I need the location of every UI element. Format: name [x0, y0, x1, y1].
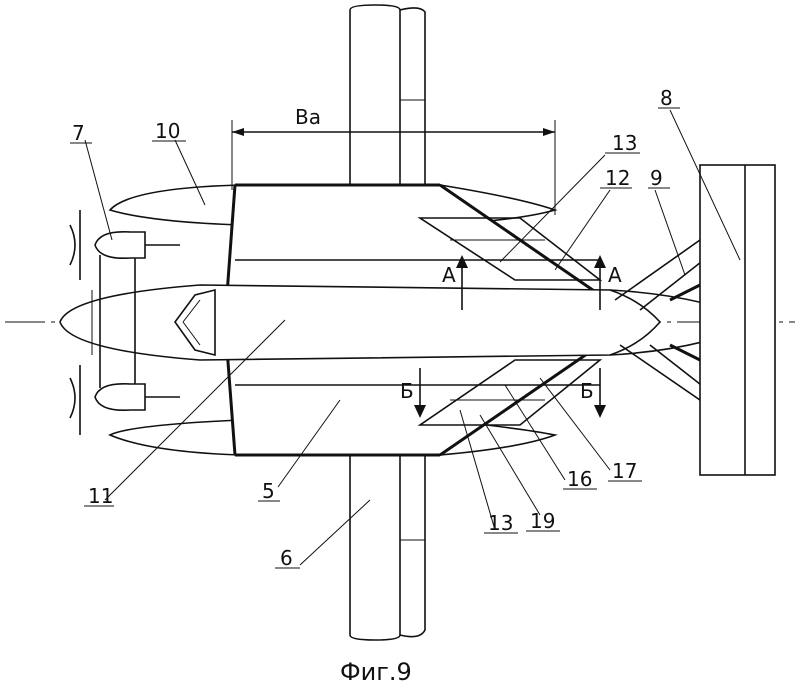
- figure-caption: Фиг.9: [340, 658, 412, 686]
- callout-labels: 7 10 8 9 12 13 11 5 6 13 19 16 17: [70, 86, 680, 570]
- section-a-left: А: [442, 263, 456, 287]
- callout-label: 16: [567, 467, 592, 491]
- callout-label: 8: [660, 86, 673, 110]
- leader-lines: [84, 109, 741, 566]
- callout-label: 11: [88, 484, 113, 508]
- tail: [614, 164, 776, 476]
- section-markers: А А Б Б: [400, 255, 622, 418]
- callout-label: 12: [605, 166, 630, 190]
- engines: [69, 210, 180, 435]
- dimension-label: Ba: [295, 105, 321, 129]
- callout-label: 13: [488, 511, 513, 535]
- callout-label: 5: [262, 479, 275, 503]
- section-b-right: Б: [580, 379, 594, 403]
- main-wing: [349, 4, 426, 641]
- callout-label: 19: [530, 509, 555, 533]
- callout-label: 6: [280, 546, 293, 570]
- callout-label: 7: [72, 121, 85, 145]
- callout-label: 9: [650, 166, 663, 190]
- callout-label: 10: [155, 119, 180, 143]
- section-a-right: А: [608, 263, 622, 287]
- dimension-ba: Ba: [231, 105, 556, 215]
- callout-label: 17: [612, 459, 637, 483]
- callout-label: 13: [612, 131, 637, 155]
- section-b-left: Б: [400, 379, 414, 403]
